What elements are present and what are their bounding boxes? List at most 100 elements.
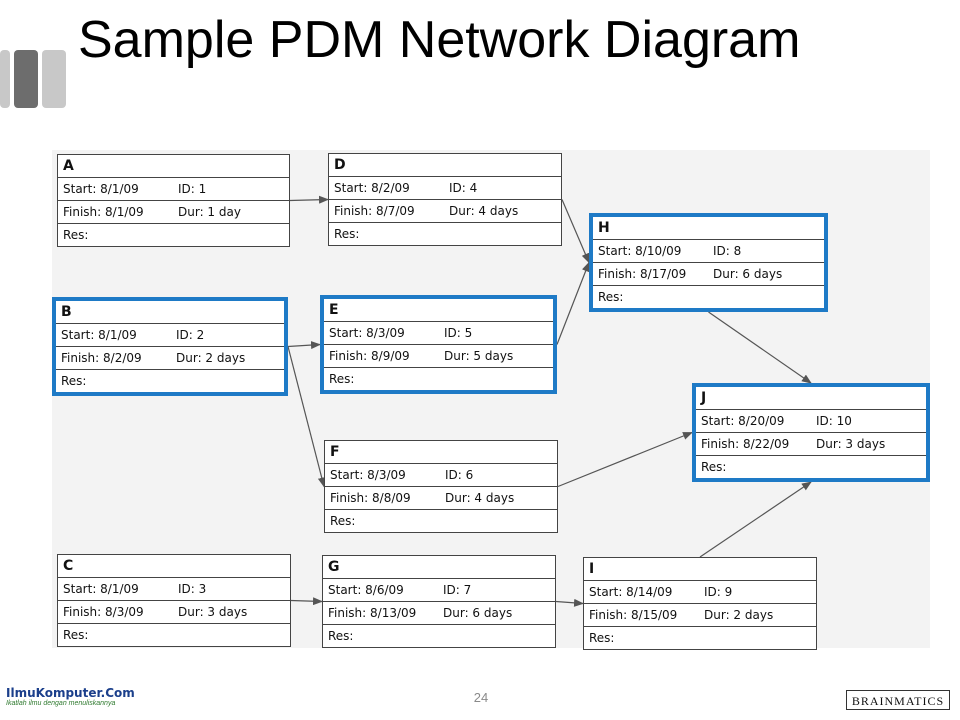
node-res-row: Res: bbox=[58, 224, 289, 246]
node-resources: Res: bbox=[329, 372, 355, 386]
node-duration: Dur: 4 days bbox=[449, 204, 519, 218]
node-duration: Dur: 4 days bbox=[445, 491, 515, 505]
node-finish: Finish: 8/7/09 bbox=[334, 204, 415, 218]
slide-title: Sample PDM Network Diagram bbox=[78, 11, 801, 69]
diagram-arrows bbox=[287, 195, 812, 607]
node-name: E bbox=[329, 302, 339, 318]
node-duration: Dur: 5 days bbox=[444, 349, 514, 363]
node-name-row: I bbox=[584, 558, 816, 581]
node-name: A bbox=[63, 158, 74, 174]
node-id: ID: 1 bbox=[178, 182, 207, 196]
title-accent-bar bbox=[0, 50, 10, 108]
node-duration: Dur: 3 days bbox=[178, 605, 248, 619]
node-start: Start: 8/3/09 bbox=[329, 326, 405, 340]
node-name: I bbox=[589, 561, 595, 577]
node-start: Start: 8/1/09 bbox=[61, 328, 137, 342]
node-start: Start: 8/1/09 bbox=[63, 182, 139, 196]
node-finish-row: Finish: 8/3/09 Dur: 3 days bbox=[58, 601, 290, 624]
node-finish: Finish: 8/13/09 bbox=[328, 606, 417, 620]
activity-node-j: J Start: 8/20/09 ID: 10 Finish: 8/22/09 Du… bbox=[692, 383, 930, 482]
ilmukomputer-tagline: Ikatlah ilmu dengan menuliskannya bbox=[6, 700, 116, 707]
node-resources: Res: bbox=[598, 290, 624, 304]
node-id: ID: 5 bbox=[444, 326, 473, 340]
node-start-row: Start: 8/3/09 ID: 5 bbox=[324, 322, 553, 345]
node-finish-row: Finish: 8/22/09 Dur: 3 days bbox=[696, 433, 926, 456]
node-start: Start: 8/14/09 bbox=[589, 585, 673, 599]
node-finish-row: Finish: 8/7/09 Dur: 4 days bbox=[329, 200, 561, 223]
node-res-row: Res: bbox=[324, 368, 553, 390]
node-res-row: Res: bbox=[329, 223, 561, 245]
node-resources: Res: bbox=[328, 629, 354, 643]
node-name-row: J bbox=[696, 387, 926, 410]
activity-node-e: E Start: 8/3/09 ID: 5 Finish: 8/9/09 Dur: … bbox=[320, 295, 557, 394]
node-finish: Finish: 8/22/09 bbox=[701, 437, 790, 451]
node-resources: Res: bbox=[63, 628, 89, 642]
node-start-row: Start: 8/14/09 ID: 9 bbox=[584, 581, 816, 604]
title-accent-bar bbox=[14, 50, 38, 108]
node-duration: Dur: 3 days bbox=[816, 437, 886, 451]
node-name-row: C bbox=[58, 555, 290, 578]
node-name-row: F bbox=[325, 441, 557, 464]
activity-node-g: G Start: 8/6/09 ID: 7 Finish: 8/13/09 Dur:… bbox=[322, 555, 556, 648]
activity-node-i: I Start: 8/14/09 ID: 9 Finish: 8/15/09 Dur… bbox=[583, 557, 817, 650]
node-duration: Dur: 6 days bbox=[443, 606, 513, 620]
node-id: ID: 7 bbox=[443, 583, 472, 597]
node-finish-row: Finish: 8/15/09 Dur: 2 days bbox=[584, 604, 816, 627]
node-start: Start: 8/2/09 bbox=[334, 181, 410, 195]
dependency-arrow-b-f bbox=[287, 346, 326, 488]
node-name-row: G bbox=[323, 556, 555, 579]
node-finish: Finish: 8/9/09 bbox=[329, 349, 410, 363]
node-start: Start: 8/20/09 bbox=[701, 414, 785, 428]
node-duration: Dur: 2 days bbox=[704, 608, 774, 622]
dependency-arrow-h-j bbox=[708, 311, 812, 384]
node-res-row: Res: bbox=[593, 286, 824, 308]
node-id: ID: 8 bbox=[713, 244, 742, 258]
node-resources: Res: bbox=[334, 227, 360, 241]
node-finish-row: Finish: 8/17/09 Dur: 6 days bbox=[593, 263, 824, 286]
node-res-row: Res: bbox=[56, 370, 284, 392]
node-id: ID: 3 bbox=[178, 582, 207, 596]
dependency-arrow-b-e bbox=[287, 341, 321, 350]
node-resources: Res: bbox=[63, 228, 89, 242]
dependency-arrow-e-h bbox=[556, 261, 590, 345]
node-finish-row: Finish: 8/13/09 Dur: 6 days bbox=[323, 602, 555, 625]
node-res-row: Res: bbox=[323, 625, 555, 647]
node-finish-row: Finish: 8/9/09 Dur: 5 days bbox=[324, 345, 553, 368]
node-start-row: Start: 8/20/09 ID: 10 bbox=[696, 410, 926, 433]
node-name-row: H bbox=[593, 217, 824, 240]
node-finish: Finish: 8/17/09 bbox=[598, 267, 687, 281]
node-duration: Dur: 1 day bbox=[178, 205, 241, 219]
node-finish: Finish: 8/8/09 bbox=[330, 491, 411, 505]
node-name: G bbox=[328, 559, 340, 575]
node-res-row: Res: bbox=[696, 456, 926, 478]
node-name: D bbox=[334, 157, 346, 173]
dependency-arrow-c-g bbox=[290, 597, 323, 606]
node-name: B bbox=[61, 304, 72, 320]
node-start: Start: 8/3/09 bbox=[330, 468, 406, 482]
node-name-row: A bbox=[58, 155, 289, 178]
node-name: H bbox=[598, 220, 610, 236]
node-start-row: Start: 8/1/09 ID: 1 bbox=[58, 178, 289, 201]
node-finish: Finish: 8/2/09 bbox=[61, 351, 142, 365]
dependency-arrow-g-i bbox=[555, 598, 584, 607]
node-id: ID: 10 bbox=[816, 414, 852, 428]
node-id: ID: 9 bbox=[704, 585, 733, 599]
node-finish: Finish: 8/15/09 bbox=[589, 608, 678, 622]
node-start-row: Start: 8/6/09 ID: 7 bbox=[323, 579, 555, 602]
node-name-row: B bbox=[56, 301, 284, 324]
node-finish: Finish: 8/3/09 bbox=[63, 605, 144, 619]
node-name: F bbox=[330, 444, 340, 460]
node-duration: Dur: 2 days bbox=[176, 351, 246, 365]
node-duration: Dur: 6 days bbox=[713, 267, 783, 281]
brainmatics-logo: BRAINMATICS bbox=[846, 690, 950, 710]
node-start: Start: 8/6/09 bbox=[328, 583, 404, 597]
